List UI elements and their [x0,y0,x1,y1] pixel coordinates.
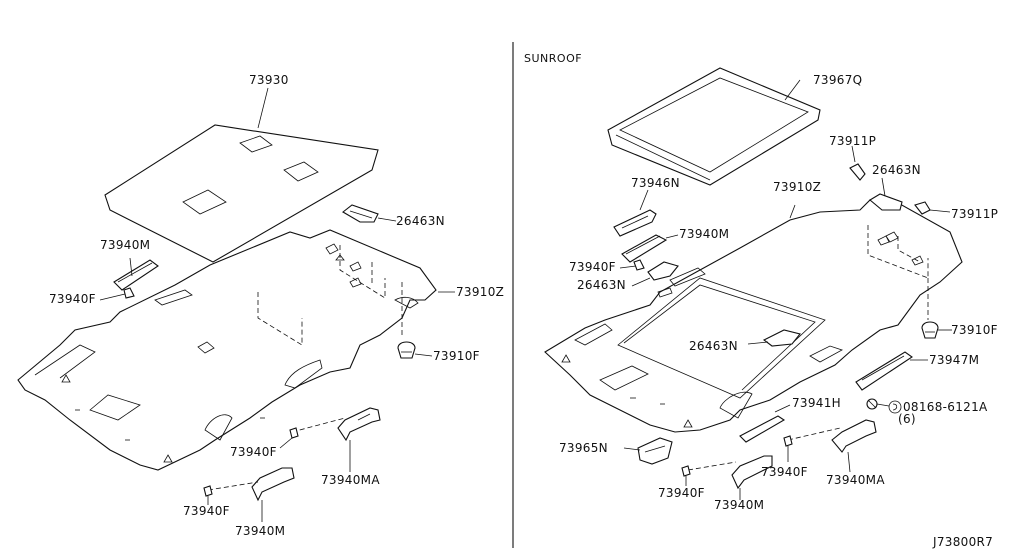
part-label-73940MA-right: 73940MA [826,473,885,487]
map-lamp-26463N-left [342,204,379,223]
part-label-73911P-top: 73911P [829,134,876,148]
sun-visor-holder-73911P-top [849,163,866,181]
assist-grip-73940M-right [621,234,668,263]
part-label-26463N: 26463N [396,214,445,228]
right-assembly [544,67,963,500]
part-label-73965N: 73965N [559,441,608,455]
part-label-73940M: 73940M [100,238,150,252]
sun-visor-holder-73911P-right [914,201,931,215]
rail-73947M [855,351,913,391]
sunroof-section-label: SUNROOF [524,52,582,65]
clip-73910F-left [397,341,416,359]
holder-73941H [739,415,786,443]
part-label-73947M: 73947M [929,353,979,367]
assist-grip-73940MA-right [831,419,877,453]
bracket-73965N [637,437,673,465]
part-label-73940M-right: 73940M [679,227,729,241]
part-label-73940F-right-b: 73940F [761,465,808,479]
part-label-73941H: 73941H [792,396,841,410]
assist-grip-73940M-lower-left [251,467,295,502]
part-label-73940F-b: 73940F [230,445,277,459]
clip-73910F-right [921,321,939,339]
assist-grip-73940M-left [113,259,159,299]
part-label-73910Z-right: 73910Z [773,180,821,194]
part-label-08168-6121A: 08168-6121A [903,400,988,414]
assist-grip-73940MA-left [337,407,381,442]
part-label-73940MA: 73940MA [321,473,380,487]
sunroof-frame-73967Q [607,67,821,186]
part-label-08168-qty: (6) [898,412,916,426]
part-label-73911P-right: 73911P [951,207,998,221]
headlining-73910Z-left [17,229,437,471]
part-label-73910F-right: 73910F [951,323,998,337]
bolt-08168-6121A [866,398,902,414]
insulator-pad-73930 [104,124,379,263]
part-label-73940F: 73940F [49,292,96,306]
part-label-73940F-right: 73940F [569,260,616,274]
part-label-73930: 73930 [249,73,289,87]
part-label-73910Z: 73910Z [456,285,504,299]
part-label-73940F-c: 73940F [183,504,230,518]
headlining-73910Z-right [544,199,963,433]
part-label-73946N: 73946N [631,176,680,190]
part-label-73940M-right-b: 73940M [714,498,764,512]
part-label-26463N-left: 26463N [577,278,626,292]
part-label-26463N-top: 26463N [872,163,921,177]
map-lamp-26463N-left [647,261,679,281]
part-label-73967Q: 73967Q [813,73,862,87]
bracket-73946N [613,209,657,237]
diagram-code: J73800R7 [932,535,993,549]
left-assembly [17,87,455,522]
map-lamp-26463N-center [762,329,801,347]
part-label-73910F: 73910F [433,349,480,363]
part-label-73940F-right-c: 73940F [658,486,705,500]
map-lamp-26463N-top [869,193,903,211]
part-label-26463N-center: 26463N [689,339,738,353]
assist-grip-73940M-lower-right [731,455,773,490]
part-label-73940M-b: 73940M [235,524,285,538]
